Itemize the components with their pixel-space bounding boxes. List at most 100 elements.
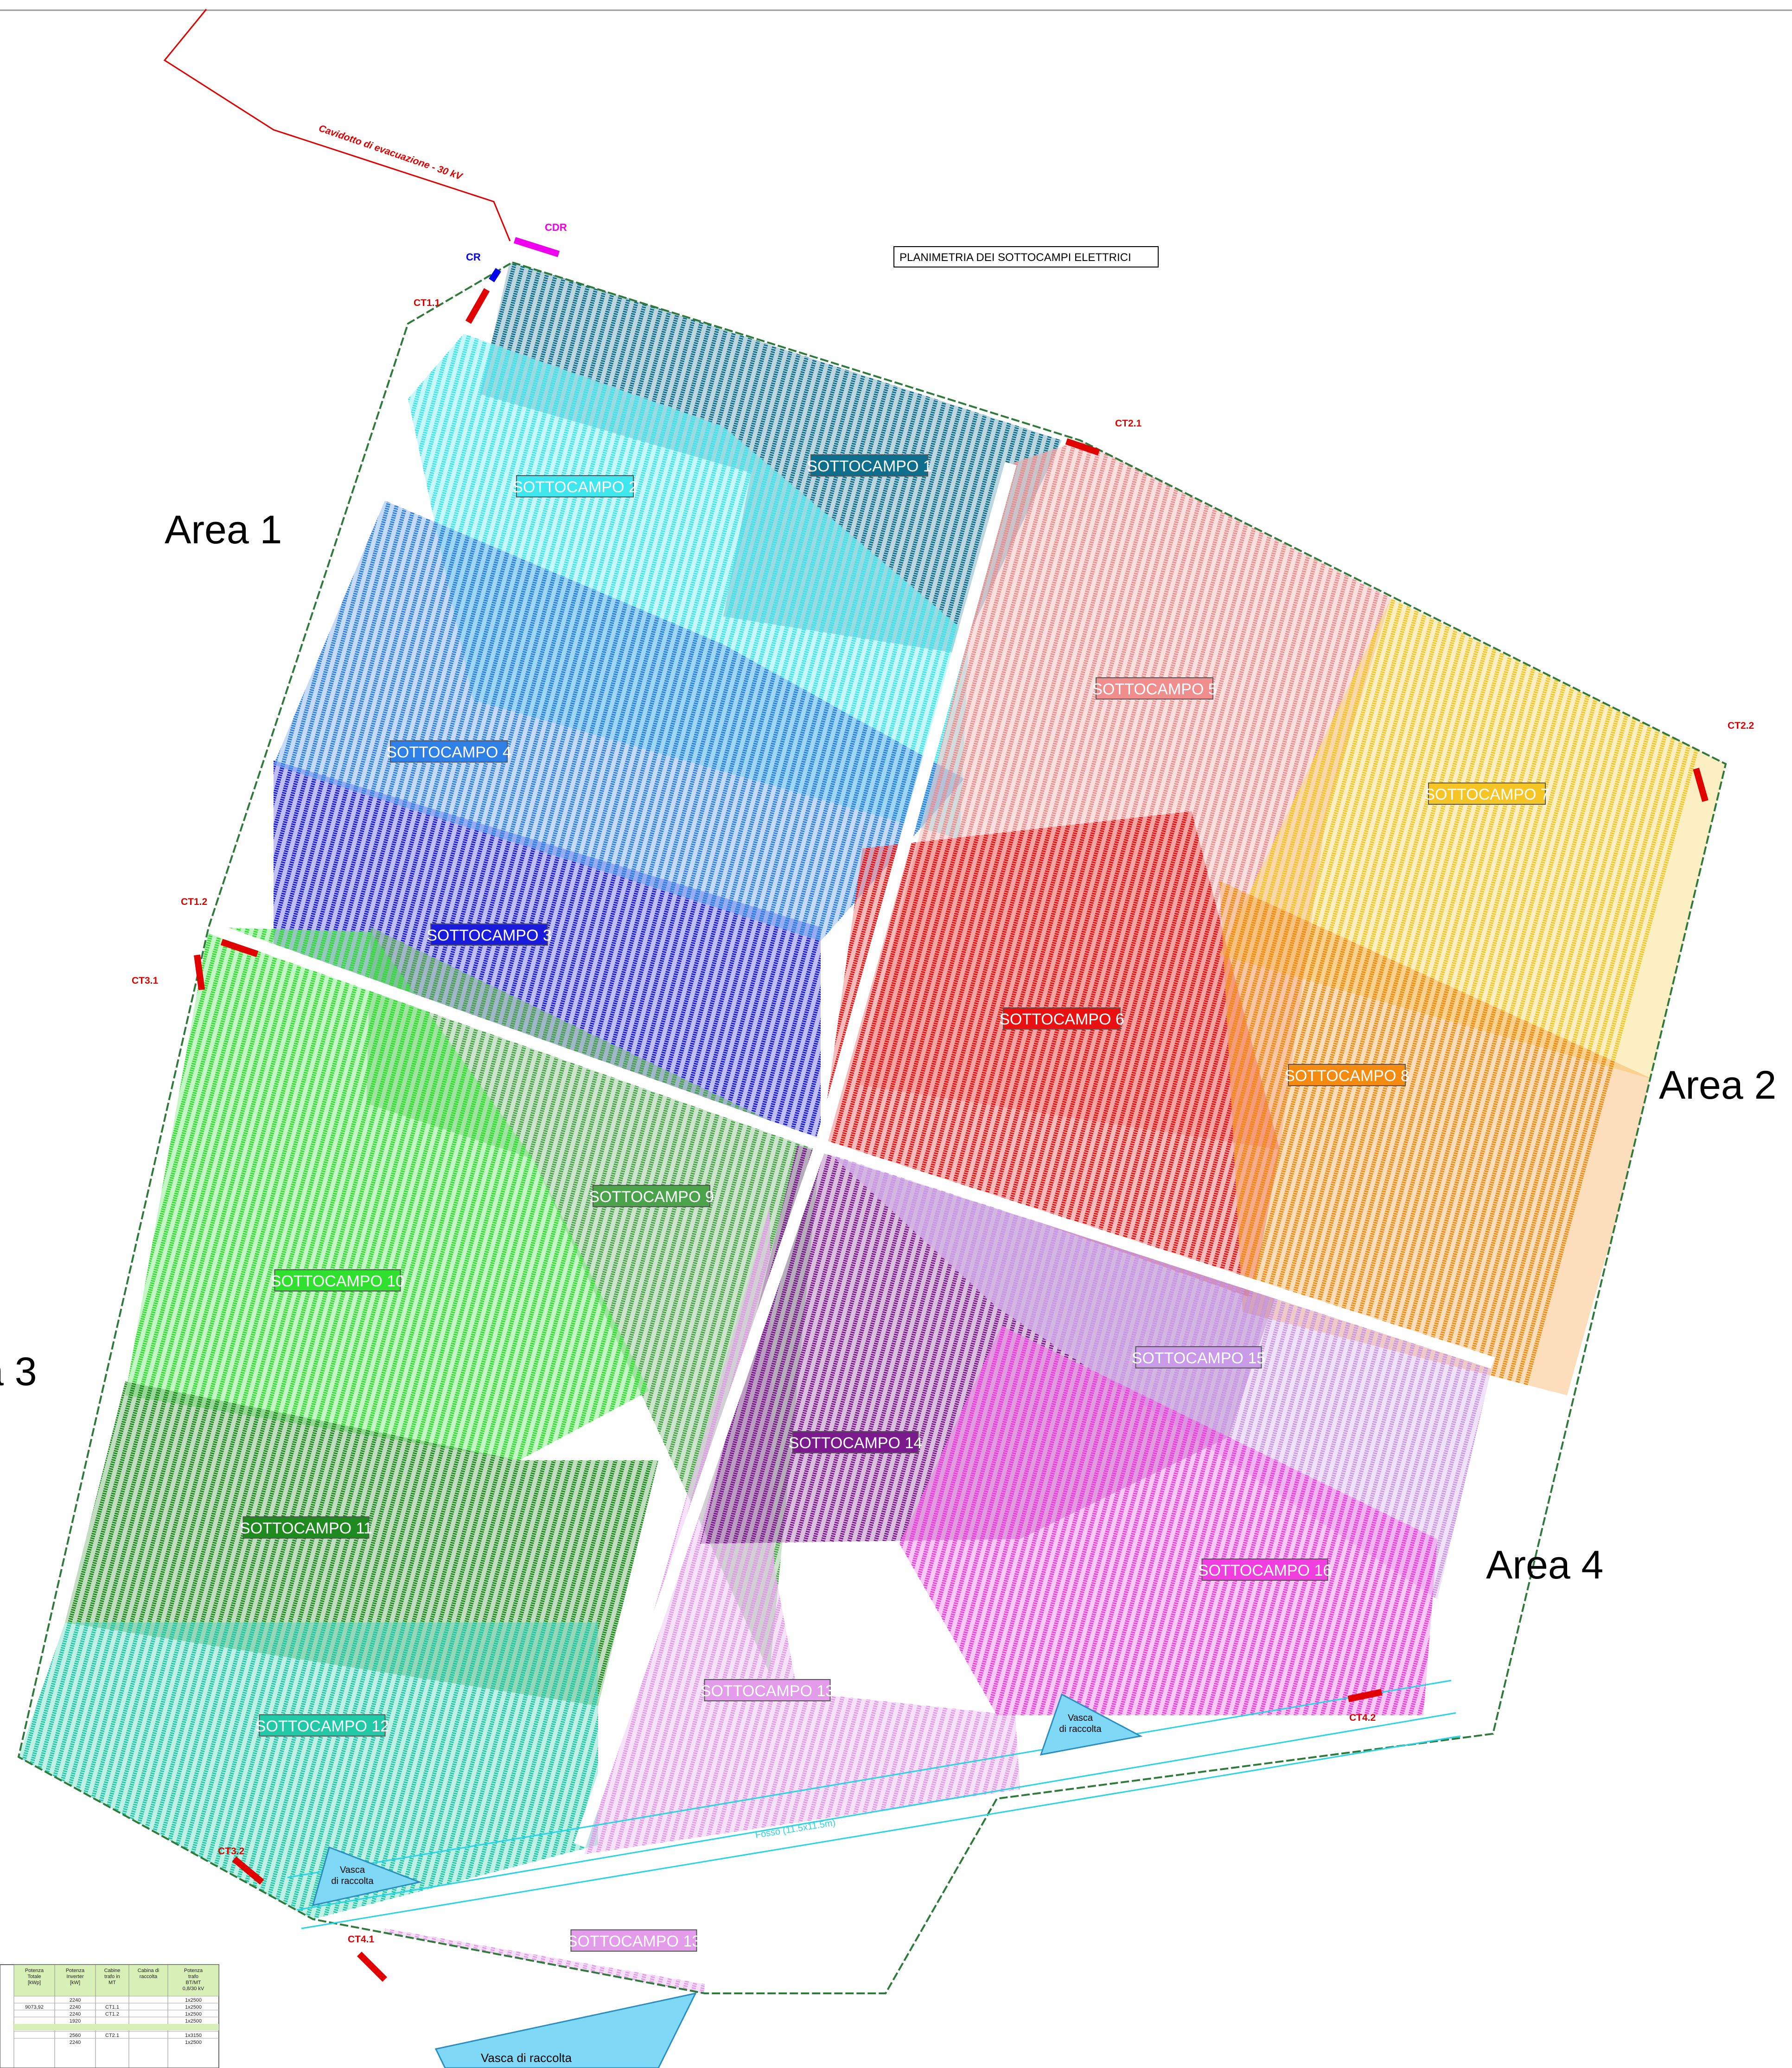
- area-label-3: a 3: [0, 1349, 37, 1394]
- table-header-cell: BT/MT: [186, 1980, 201, 1985]
- pond-3-label: Vasca di raccolta: [481, 2051, 572, 2065]
- table-header-cell: MT: [108, 1980, 116, 1985]
- subfield-14-label: SOTTOCAMPO 14: [789, 1434, 922, 1452]
- subfield-12-label-box: [259, 1714, 386, 1737]
- subfield-8-label-box: [1288, 1064, 1406, 1086]
- table-cell: 1x2500: [185, 2040, 202, 2045]
- table-header-cell: [kW]: [70, 1980, 80, 1985]
- table-cell: 2240: [70, 2040, 81, 2045]
- table-cell: 1x2500: [185, 2018, 202, 2024]
- cabin-ct1-1: [465, 288, 490, 324]
- site-boundary: [17, 261, 1727, 1994]
- table-header-cell: Cabina di: [138, 1968, 159, 1973]
- cabin-ct1-2: [220, 939, 259, 957]
- table-header-cell: Inverter: [66, 1974, 84, 1979]
- table-header-cell: Totale: [27, 1974, 41, 1979]
- pond-1-line2: di raccolta: [331, 1876, 374, 1886]
- summary-table: PotenzaTotale[kWp]PotenzaInverter[kW]Cab…: [0, 1964, 219, 2068]
- subfield-1-label: SOTTOCAMPO 1: [807, 458, 932, 475]
- area-label-4: Area 4: [1486, 1543, 1603, 1587]
- subfield-3-label-box: [430, 923, 548, 946]
- table-cell: 1x3150: [185, 2033, 202, 2038]
- subfield-16-label-box: [1201, 1559, 1328, 1581]
- subfield-10-label: SOTTOCAMPO 10: [271, 1273, 404, 1290]
- table-header-cell: raccolta: [140, 1974, 158, 1979]
- table-header-cell: Potenza: [66, 1968, 85, 1973]
- table-cell: 2560: [70, 2033, 81, 2038]
- evacuation-cable: [163, 9, 511, 242]
- subfield-11-label-box: [242, 1516, 370, 1539]
- cabin-ct2-1: [1065, 438, 1100, 456]
- subfield-2-label: SOTTOCAMPO 2: [512, 478, 638, 496]
- cabin-ct3-2: [232, 1856, 264, 1885]
- cabin-ct4-1: [357, 1952, 387, 1982]
- pond-1: [312, 1846, 422, 1906]
- subfield-8-label: SOTTOCAMPO 8: [1284, 1067, 1409, 1085]
- table-cell: 2240: [70, 2011, 81, 2017]
- cdr-marker: [513, 237, 560, 257]
- subfield-4-label-box: [390, 740, 508, 763]
- table-cell: 1x2500: [185, 2004, 202, 2010]
- table-header-cell: [kWp]: [28, 1980, 41, 1985]
- subfield-15-label: SOTTOCAMPO 15: [1132, 1349, 1265, 1367]
- table-header-cell: Cabine: [104, 1968, 121, 1973]
- cabin-label-ct3-2: CT3.2: [218, 1846, 244, 1857]
- table-cell: CT2.1: [105, 2033, 119, 2038]
- pond-1-line1: Vasca: [340, 1865, 365, 1875]
- subfield-14-label-box: [792, 1431, 919, 1453]
- pond-2: [1039, 1693, 1143, 1756]
- cabin-label-ct1-1: CT1.1: [414, 298, 440, 308]
- cabin-label-ct4-1: CT4.1: [348, 1934, 375, 1945]
- subfield-1-label-box: [810, 454, 928, 477]
- cabin-label-ct2-2: CT2.2: [1728, 720, 1754, 731]
- cabin-label-ct4-2: CT4.2: [1349, 1712, 1376, 1723]
- subfield-6-label-box: [1003, 1007, 1121, 1030]
- table-cell: CT1.2: [105, 2011, 119, 2017]
- plan-title-box: [893, 246, 1159, 267]
- cabin-ct4-2: [1347, 1689, 1383, 1702]
- summary-table-header-bg: [13, 1964, 219, 1997]
- cdr-label: CDR: [545, 222, 567, 233]
- subfield-3-label: SOTTOCAMPO 3: [427, 927, 552, 944]
- table-header-cell: Potenza: [184, 1968, 203, 1973]
- pond-2-line1: Vasca: [1068, 1713, 1093, 1723]
- cabin-ct2-2: [1693, 768, 1709, 802]
- transformer-cabins: [194, 288, 1709, 1982]
- subfield-4-label: SOTTOCAMPO 4: [386, 744, 511, 761]
- pond-3: [434, 1992, 697, 2068]
- subfield-17-label: SOTTOCAMPO 13: [567, 1933, 701, 1950]
- cabin-label-ct2-1: CT2.1: [1115, 418, 1142, 429]
- cr-label: CR: [466, 251, 481, 263]
- subfield-9-label-box: [593, 1185, 710, 1207]
- table-cell: 9073,92: [25, 2004, 44, 2010]
- table-cell: 1x2500: [185, 1998, 202, 2003]
- subfield-17-label-box: [570, 1929, 697, 1952]
- subfield-labels: SOTTOCAMPO 1 SOTTOCAMPO 2 SOTTOCAMPO 3 SOTT…: [240, 454, 1550, 1952]
- subfield-2-label-box: [516, 475, 634, 497]
- subfield-11-label: SOTTOCAMPO 11: [240, 1520, 372, 1537]
- subfield-7-label: SOTTOCAMPO 7: [1424, 786, 1550, 803]
- area-label-2: Area 2: [1659, 1063, 1776, 1107]
- table-header-cell: Potenza: [25, 1968, 44, 1973]
- ponds: Vasca di raccolta Vasca di raccolta Vasc…: [312, 1693, 1143, 2068]
- table-header-cell: 0,8/30 kV: [183, 1986, 204, 1992]
- cr-marker: [489, 268, 501, 282]
- table-cell: CT1.1: [105, 2004, 119, 2010]
- plan-title: PLANIMETRIA DEI SOTTOCAMPI ELETTRICI: [899, 251, 1131, 264]
- table-cell: 2240: [70, 1998, 81, 2003]
- table-header-cell: trafo in: [104, 1974, 120, 1979]
- table-cell: 1x2500: [185, 2011, 202, 2017]
- subfield-13-label: SOTTOCAMPO 13: [701, 1682, 834, 1700]
- cabin-label-ct3-1: CT3.1: [132, 975, 159, 986]
